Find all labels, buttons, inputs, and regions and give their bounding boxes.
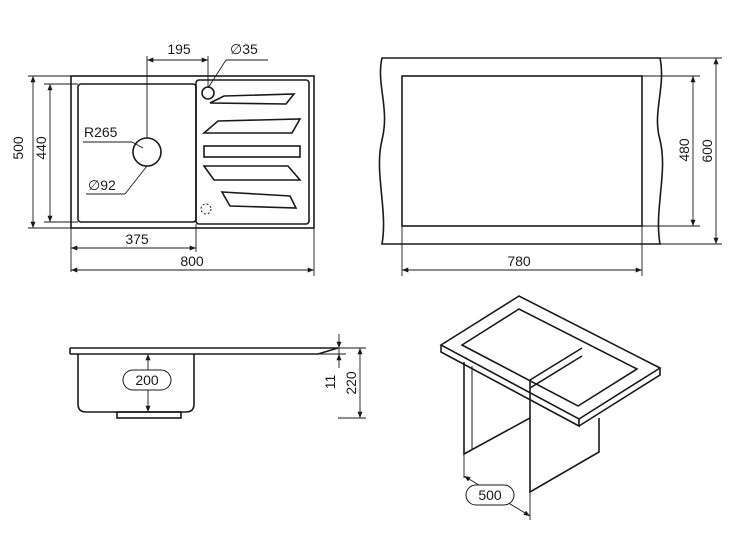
overflow-hole <box>201 86 215 100</box>
cutout-outline <box>401 75 643 227</box>
countertop-outline <box>378 57 664 245</box>
top-view: 195 ∅35 R265 ∅92 500 440 375 800 <box>10 41 315 276</box>
cabinet-opening <box>460 308 639 407</box>
dim-overflow-diameter: ∅35 <box>230 41 258 57</box>
drain-outlet <box>116 411 182 419</box>
dim-cabinet-depth: 600 <box>699 139 715 163</box>
pill-cabinet-width <box>465 484 515 506</box>
bowl-outline <box>77 83 197 223</box>
dim-rim-thickness: 11 <box>322 375 338 390</box>
cabinet-panel-left <box>463 362 531 456</box>
dim-cutout-depth: 480 <box>676 138 692 162</box>
sink-outline <box>70 75 315 229</box>
cabinet-view: 500 <box>439 295 662 520</box>
drainboard-grooves <box>201 93 302 209</box>
pill-bowl-depth <box>122 369 172 391</box>
side-view: 200 11 220 <box>69 334 366 419</box>
cutout-view: 780 480 600 <box>378 57 722 276</box>
cabinet-top-frame <box>439 295 662 420</box>
dim-drain-offset: 195 <box>167 41 191 57</box>
dim-corner-radius: R265 <box>84 124 118 140</box>
tap-hole <box>200 203 212 215</box>
dim-cutout-width: 780 <box>507 253 531 269</box>
dim-side-bowl-width: 200 <box>135 372 159 388</box>
drain-hole <box>132 137 162 167</box>
dim-bowl-depth: 440 <box>33 136 49 160</box>
dim-total-height: 220 <box>343 371 359 395</box>
dim-drain-diameter: ∅92 <box>88 177 116 193</box>
dim-cabinet-width: 500 <box>478 487 502 503</box>
dim-overall-width: 800 <box>180 253 204 269</box>
dim-outer-depth: 500 <box>10 136 26 160</box>
cabinet-panel-right <box>529 418 600 494</box>
drainboard-outline <box>195 79 310 225</box>
dim-bowl-width: 375 <box>125 231 149 247</box>
